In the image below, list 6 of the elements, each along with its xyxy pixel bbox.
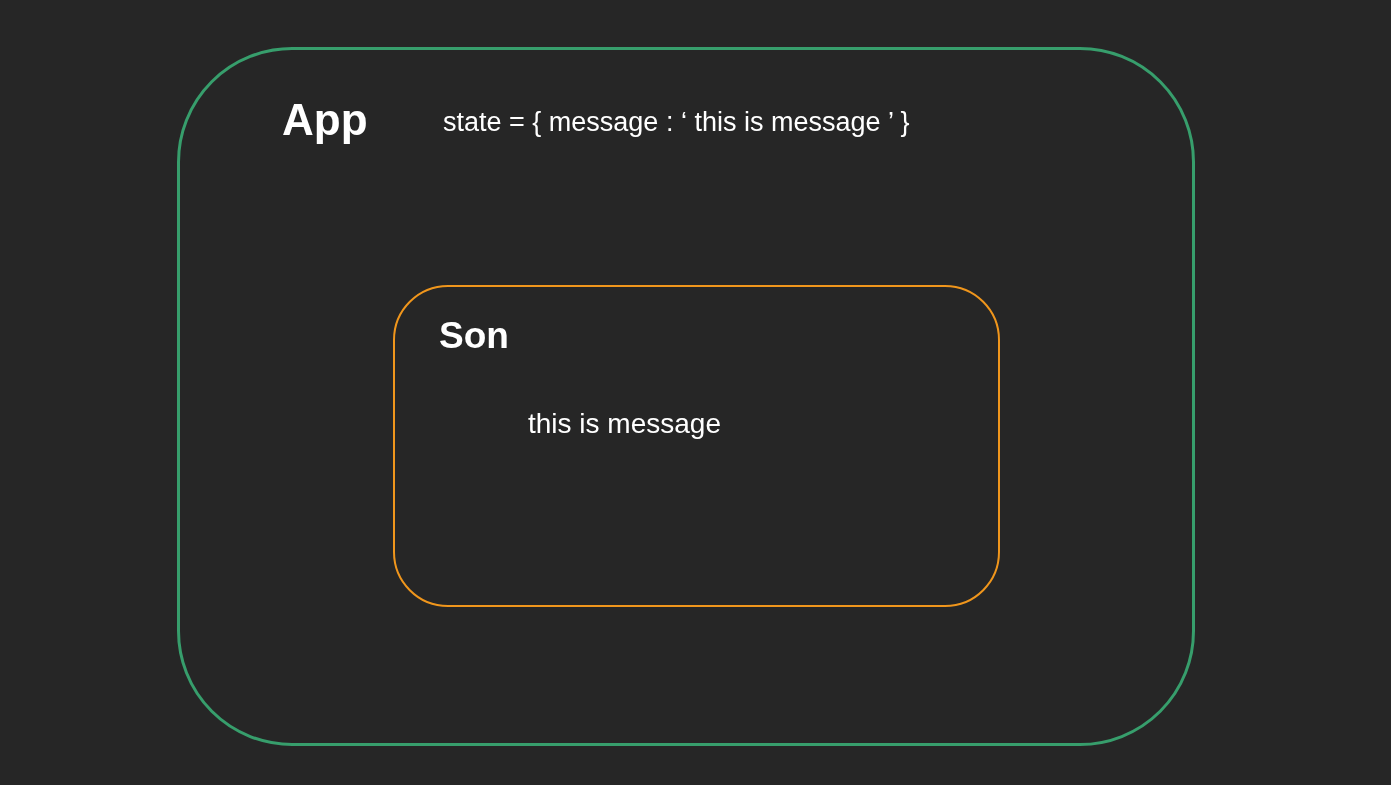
heading: App [282,95,368,146]
outer-frame [177,47,1195,746]
inner-frame [393,285,1000,607]
body-text: this is message [528,408,721,441]
heading: Son [439,315,509,358]
code-text: state = { message : ‘ this is message ’ } [443,107,910,139]
